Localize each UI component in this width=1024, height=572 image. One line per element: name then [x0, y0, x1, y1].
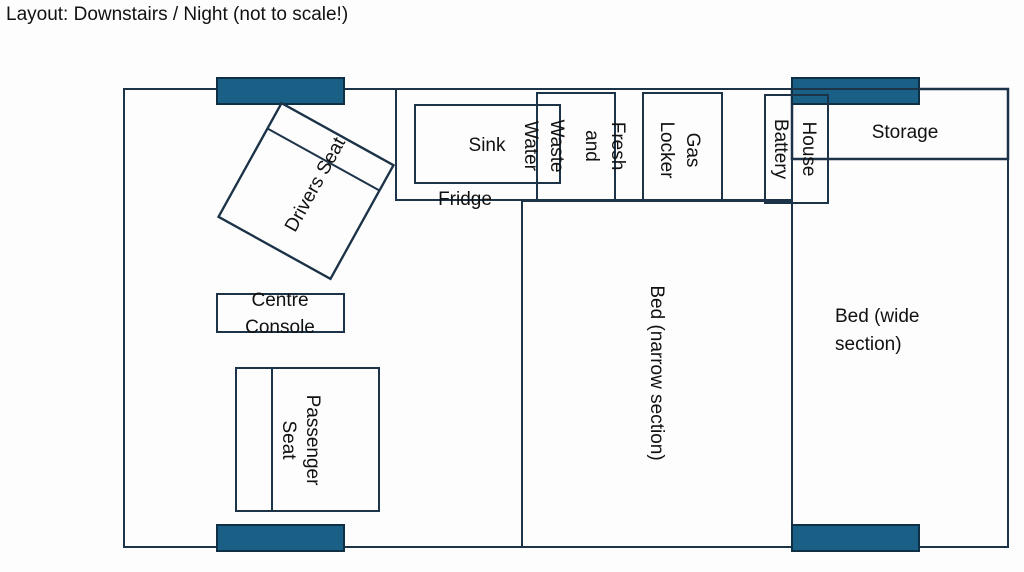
- bed-wide-label-line1: Bed (wide: [835, 306, 920, 327]
- bed-wide-label-line2: section): [835, 334, 902, 355]
- fresh-water-label-line2: and: [581, 130, 602, 162]
- wheel-front-left: [216, 77, 345, 105]
- sink-label: Sink: [469, 135, 506, 156]
- drivers-seat-label: Drivers Seat: [281, 133, 350, 235]
- waste-water-label-line2: Water: [520, 121, 541, 172]
- fridge-label: Fridge: [438, 189, 492, 210]
- centre-console-area: [216, 293, 345, 333]
- wheel-front-right: [216, 524, 345, 552]
- bed-narrow-label: Bed (narrow section): [646, 285, 667, 460]
- gas-locker-label-line1: Gas: [682, 133, 703, 168]
- passenger-seat-area: [235, 367, 380, 512]
- fresh-water-label-line1: Fresh: [607, 122, 628, 171]
- gas-locker-label-line2: Locker: [656, 121, 677, 179]
- house-battery-label-line2: Battery: [770, 119, 791, 180]
- wheel-rear-right: [791, 524, 920, 552]
- house-battery-label-line1: House: [798, 122, 819, 177]
- storage-label: Storage: [872, 122, 939, 143]
- sink-area: [414, 104, 561, 184]
- centre-console-label-line2: Console: [245, 317, 315, 338]
- diagram-title: Layout: Downstairs / Night (not to scale…: [6, 4, 349, 25]
- passenger-seat-label-line1: Passenger: [302, 395, 323, 487]
- centre-console-label-line1: Centre: [251, 290, 308, 311]
- passenger-seat-label-line2: Seat: [278, 420, 299, 460]
- wheel-rear-left: [791, 77, 920, 105]
- waste-water-label-line1: Waste: [546, 119, 567, 172]
